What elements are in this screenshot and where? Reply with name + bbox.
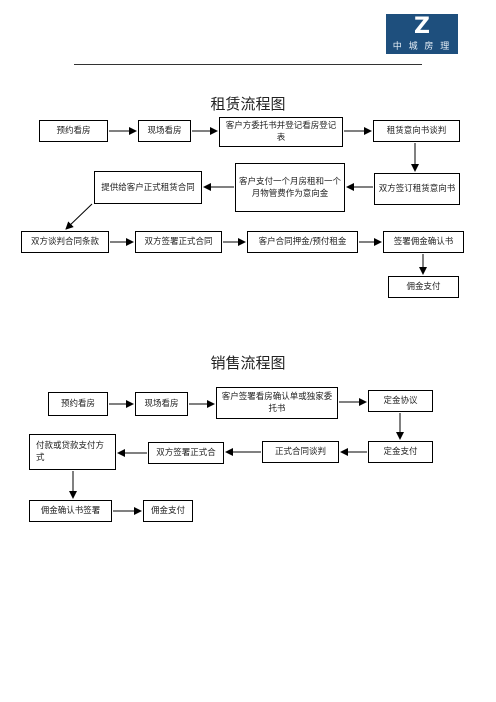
header-divider	[74, 64, 422, 65]
rental-step-intent-negotiation: 租赁意向书谈判	[373, 120, 460, 142]
sales-step-sign-contract: 双方签署正式合	[148, 442, 224, 464]
rental-step-provide-contract: 提供给客户正式租赁合同	[94, 171, 202, 204]
rental-step-commission-confirmation: 签署佣金确认书	[383, 231, 464, 253]
logo-mark: Z	[414, 14, 430, 39]
sales-step-contract-negotiation: 正式合同谈判	[262, 441, 339, 463]
sales-step-sign-confirmation: 客户签署看房确认单或独家委托书	[216, 387, 338, 419]
company-logo: Z 中 城 房 理	[386, 14, 458, 54]
rental-step-commission-payment: 佣金支付	[388, 276, 459, 298]
sales-step-book-viewing: 预约看房	[48, 392, 108, 416]
arrow	[65, 203, 93, 230]
sales-step-commission-confirmation: 佣金确认书签署	[29, 500, 112, 522]
sales-step-deposit-payment: 定金支付	[368, 441, 433, 463]
rental-step-deposit-payment: 客户支付一个月房租和一个月物管费作为意向金	[235, 163, 345, 212]
sales-step-site-viewing: 现场看房	[135, 392, 188, 416]
logo-text: 中 城 房 理	[392, 42, 452, 52]
rental-step-sign-intent: 双方签订租赁意向书	[374, 173, 460, 205]
sales-flow-title: 销售流程图	[210, 354, 286, 372]
rental-flow-title: 租赁流程图	[210, 95, 286, 113]
rental-step-contract-deposit: 客户合同押金/预付租金	[247, 231, 358, 253]
sales-step-deposit-agreement: 定金协议	[368, 390, 433, 412]
sales-step-commission-payment: 佣金支付	[143, 500, 193, 522]
rental-step-book-viewing: 预约看房	[39, 120, 108, 142]
rental-step-negotiate-terms: 双方谈判合同条款	[21, 231, 109, 253]
rental-step-site-viewing: 现场看房	[138, 120, 191, 142]
rental-step-sign-contract: 双方签署正式合同	[135, 231, 222, 253]
rental-step-commission-register: 客户方委托书并登记看房登记表	[219, 117, 343, 147]
sales-step-payment-method: 付款或贷款支付方式	[29, 434, 116, 470]
